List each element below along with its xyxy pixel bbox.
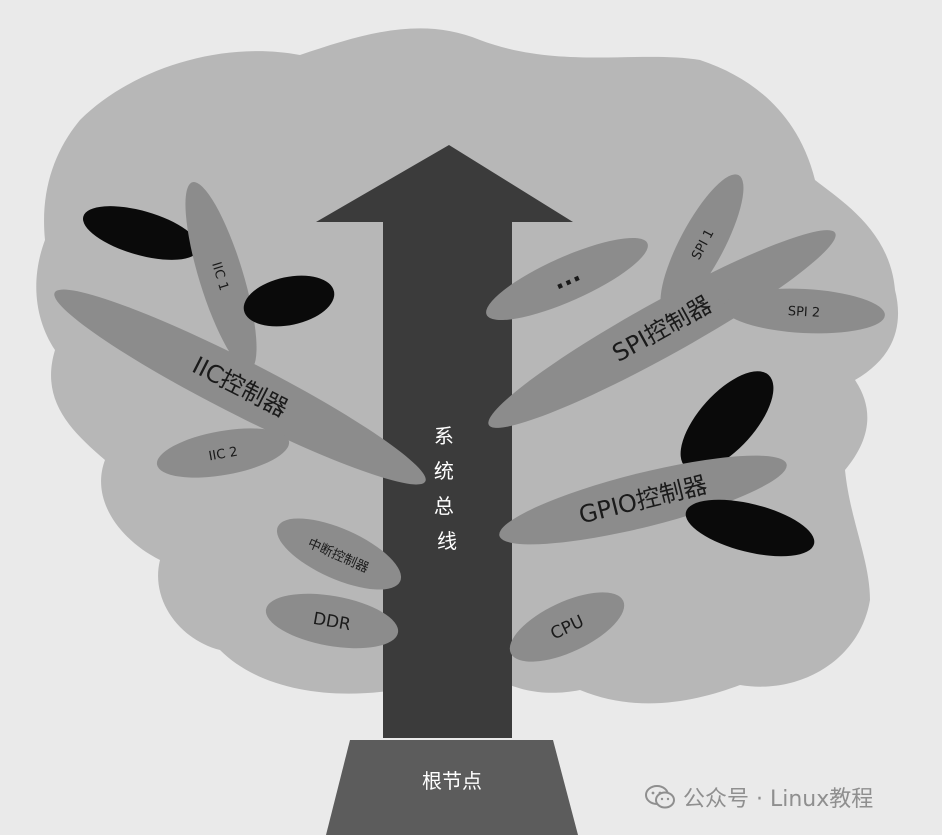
ddr-node: DDR (265, 593, 399, 649)
iic-2-label: IIC 2 (208, 445, 239, 465)
root-node-base (326, 740, 578, 835)
leaf-dark-lower-right (685, 499, 815, 557)
spi-2-device: SPI 2 (723, 288, 885, 334)
spi-1-device: SPI 1 (660, 174, 744, 314)
root-node-label: 根节点 (422, 769, 482, 793)
spi-2-label: SPI 2 (787, 304, 820, 321)
ellipsis-branch: ... (486, 237, 648, 321)
watermark: 公众号 · Linux教程 (645, 782, 873, 812)
leaf-dark-mid-left (243, 275, 335, 327)
system-bus-label: 系 统 总 线 (434, 424, 460, 553)
interrupt-controller: 中断控制器 (276, 518, 402, 590)
system-bus-char-3: 总 (434, 494, 454, 518)
iic-2-device: IIC 2 (156, 428, 290, 478)
cpu-node: CPU (509, 592, 625, 662)
leaf-dark-right-middle (680, 371, 774, 471)
leaf-dark-top-left (83, 206, 199, 260)
wechat-icon (645, 785, 675, 809)
watermark-text: 公众号 · Linux教程 (683, 787, 874, 812)
iic-1-device: IIC 1 (185, 182, 257, 370)
system-bus-char-2: 统 (434, 459, 454, 483)
system-bus-char-4: 线 (437, 529, 457, 553)
system-bus-char-1: 系 (434, 424, 454, 448)
